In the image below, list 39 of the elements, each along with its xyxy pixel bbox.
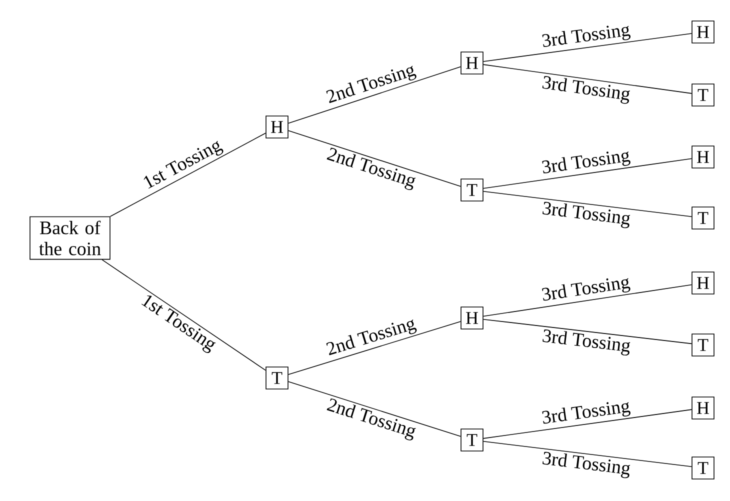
- outcome-box: H: [460, 52, 484, 74]
- edge-label: 3rd Tossing: [542, 202, 630, 228]
- branch-line: [483, 33, 692, 62]
- edge-label: 3rd Tossing: [542, 26, 631, 47]
- branch-line: [483, 284, 692, 317]
- branch-line: [483, 158, 692, 189]
- outcome-box: H: [692, 146, 714, 168]
- branch-line: [483, 318, 692, 344]
- edge-label: 2nd Tossing: [326, 319, 417, 356]
- outcome-box: T: [266, 366, 288, 390]
- branch-line: [288, 381, 461, 437]
- outcome-box: H: [692, 20, 714, 44]
- edge-label: 3rd Tossing: [542, 151, 630, 174]
- edge-label: 3rd Tossing: [542, 402, 630, 424]
- edge-label: 3rd Tossing: [542, 452, 630, 478]
- branch-line: [102, 259, 266, 371]
- outcome-box: H: [460, 306, 484, 330]
- edge-label: 2nd Tossing: [326, 66, 416, 104]
- branch-line: [483, 440, 692, 468]
- outcome-box: T: [692, 84, 714, 106]
- outcome-box: T: [460, 428, 484, 452]
- branch-line: [288, 321, 461, 375]
- outcome-box: T: [460, 178, 484, 202]
- outcome-box: T: [692, 206, 714, 230]
- edge-label: 3rd Tossing: [542, 330, 630, 356]
- edge-label: 3rd Tossing: [542, 76, 630, 104]
- outcome-box: H: [692, 272, 714, 294]
- outcome-box: H: [266, 116, 288, 138]
- edge-label: 3rd Tossing: [542, 278, 630, 301]
- start-box: Back of the coin: [30, 216, 110, 260]
- branch-line: [288, 130, 461, 187]
- branch-line: [483, 64, 692, 94]
- outcome-box: T: [692, 334, 714, 356]
- branch-line: [288, 66, 461, 124]
- branch-line: [110, 132, 266, 217]
- outcome-box: T: [692, 456, 714, 480]
- branch-line: [483, 190, 692, 218]
- outcome-box: H: [692, 396, 714, 420]
- branch-line: [483, 409, 692, 439]
